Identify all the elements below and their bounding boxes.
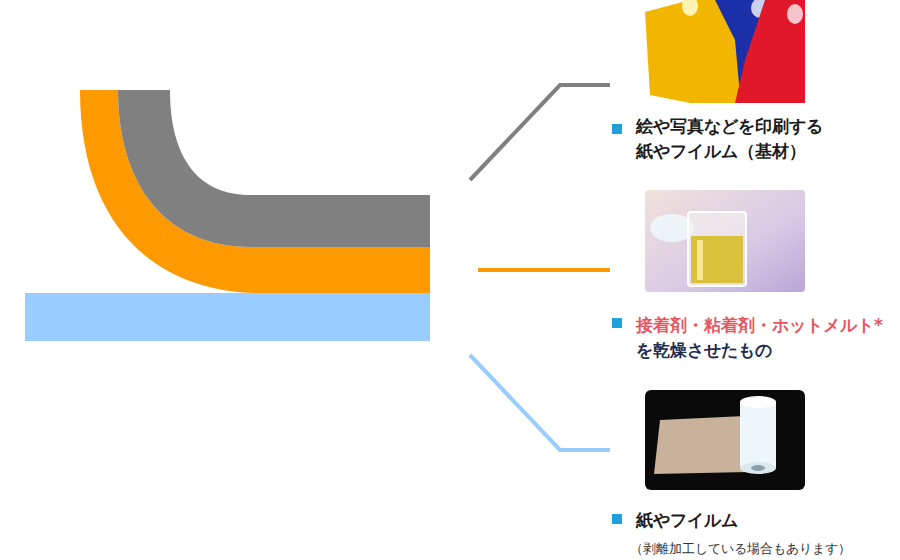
base-layer <box>118 90 430 247</box>
film-rolls-photo <box>645 0 805 103</box>
bullet-square <box>612 124 622 134</box>
release-liner-layer <box>25 293 430 341</box>
bullet-square <box>612 318 622 328</box>
item-label: 紙やフイルム <box>636 508 738 532</box>
note-label: （剥離加工している場合もあります） <box>630 540 851 558</box>
item-label: 絵や写真などを印刷する 紙やフイルム（基材） <box>636 114 876 164</box>
adhesive-layer <box>80 90 430 293</box>
item-label: 接着剤・粘着剤・ホットメルト* <box>636 313 883 337</box>
leader-line <box>470 85 610 180</box>
beaker-photo <box>645 190 805 292</box>
leader-line <box>470 355 610 450</box>
bullet-square <box>612 514 622 524</box>
release-film-photo <box>645 390 805 490</box>
leader-line <box>478 268 610 272</box>
item-label: を乾燥させたもの <box>636 338 772 362</box>
